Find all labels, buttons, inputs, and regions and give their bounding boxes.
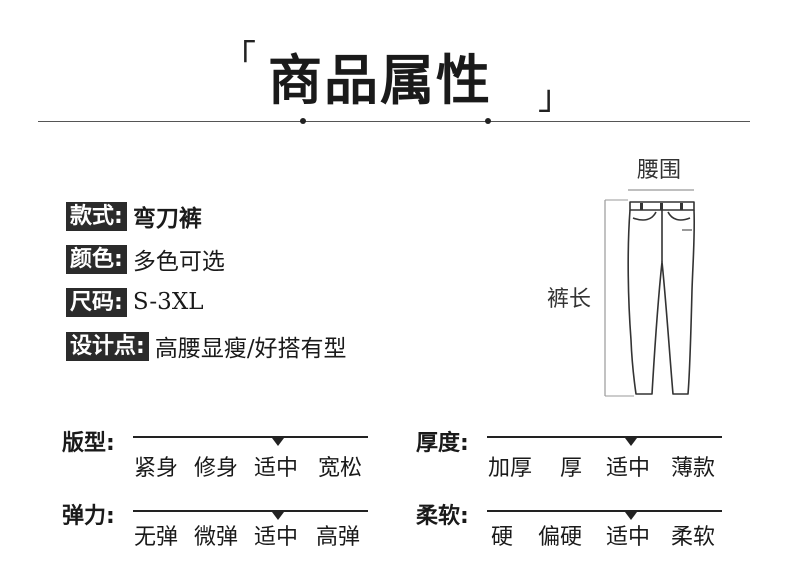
length-label: 裤长 bbox=[547, 287, 592, 312]
header-divider bbox=[38, 121, 750, 122]
attr-size-row: 尺码: S-3XL bbox=[66, 287, 203, 317]
scale-elasticity-label: 弹力: bbox=[62, 504, 115, 529]
divider-dot-left bbox=[300, 118, 306, 124]
attr-style-value: 弯刀裤 bbox=[132, 206, 202, 232]
scale-thickness-option: 适中 bbox=[606, 456, 651, 481]
scale-fit-option: 宽松 bbox=[318, 456, 363, 481]
scale-fit-option: 适中 bbox=[254, 456, 299, 481]
attr-size-value: S-3XL bbox=[132, 289, 204, 315]
attr-design-label: 设计点: bbox=[66, 331, 149, 361]
scale-thickness-line bbox=[487, 436, 722, 438]
divider-dot-right bbox=[485, 118, 491, 124]
scale-softness-option: 硬 bbox=[491, 525, 514, 550]
scale-fit-label: 版型: bbox=[62, 431, 115, 456]
scale-elasticity-option: 微弹 bbox=[194, 525, 239, 550]
attr-color-row: 颜色: 多色可选 bbox=[66, 244, 225, 275]
attr-color-label: 颜色: bbox=[66, 244, 127, 274]
scale-fit-marker bbox=[272, 438, 284, 446]
pants-diagram bbox=[604, 189, 696, 397]
waist-label: 腰围 bbox=[637, 158, 682, 183]
scale-fit-option: 紧身 bbox=[134, 456, 179, 481]
scale-softness-option: 柔软 bbox=[671, 525, 716, 550]
scale-elasticity-marker bbox=[272, 512, 284, 520]
title-bracket-left: 「 bbox=[222, 38, 256, 78]
scale-elasticity-option: 无弹 bbox=[134, 525, 179, 550]
scale-elasticity-option: 适中 bbox=[254, 525, 299, 550]
scale-thickness-option: 加厚 bbox=[488, 456, 533, 481]
attr-size-label: 尺码: bbox=[66, 287, 127, 317]
scale-thickness-option: 薄款 bbox=[671, 456, 716, 481]
attr-style-row: 款式: 弯刀裤 bbox=[66, 201, 202, 232]
attr-style-label: 款式: bbox=[66, 201, 127, 231]
scale-elasticity-line bbox=[133, 510, 368, 512]
title-bracket-right: 」 bbox=[538, 78, 572, 118]
attr-design-value: 高腰显瘦/好搭有型 bbox=[154, 336, 347, 362]
scale-thickness-label: 厚度: bbox=[416, 431, 469, 456]
scale-softness-option: 偏硬 bbox=[538, 525, 583, 550]
scale-fit-line bbox=[133, 436, 368, 438]
attr-design-row: 设计点: 高腰显瘦/好搭有型 bbox=[66, 331, 347, 362]
attr-color-value: 多色可选 bbox=[132, 249, 225, 275]
scale-softness-option: 适中 bbox=[606, 525, 651, 550]
page-title: 商品属性 bbox=[268, 49, 492, 112]
scale-softness-line bbox=[487, 510, 722, 512]
scale-thickness-option: 厚 bbox=[560, 456, 583, 481]
scale-thickness-marker bbox=[625, 438, 637, 446]
scale-softness-label: 柔软: bbox=[416, 504, 469, 529]
scale-elasticity-option: 高弹 bbox=[316, 525, 361, 550]
scale-softness-marker bbox=[625, 512, 637, 520]
scale-fit-option: 修身 bbox=[194, 456, 239, 481]
